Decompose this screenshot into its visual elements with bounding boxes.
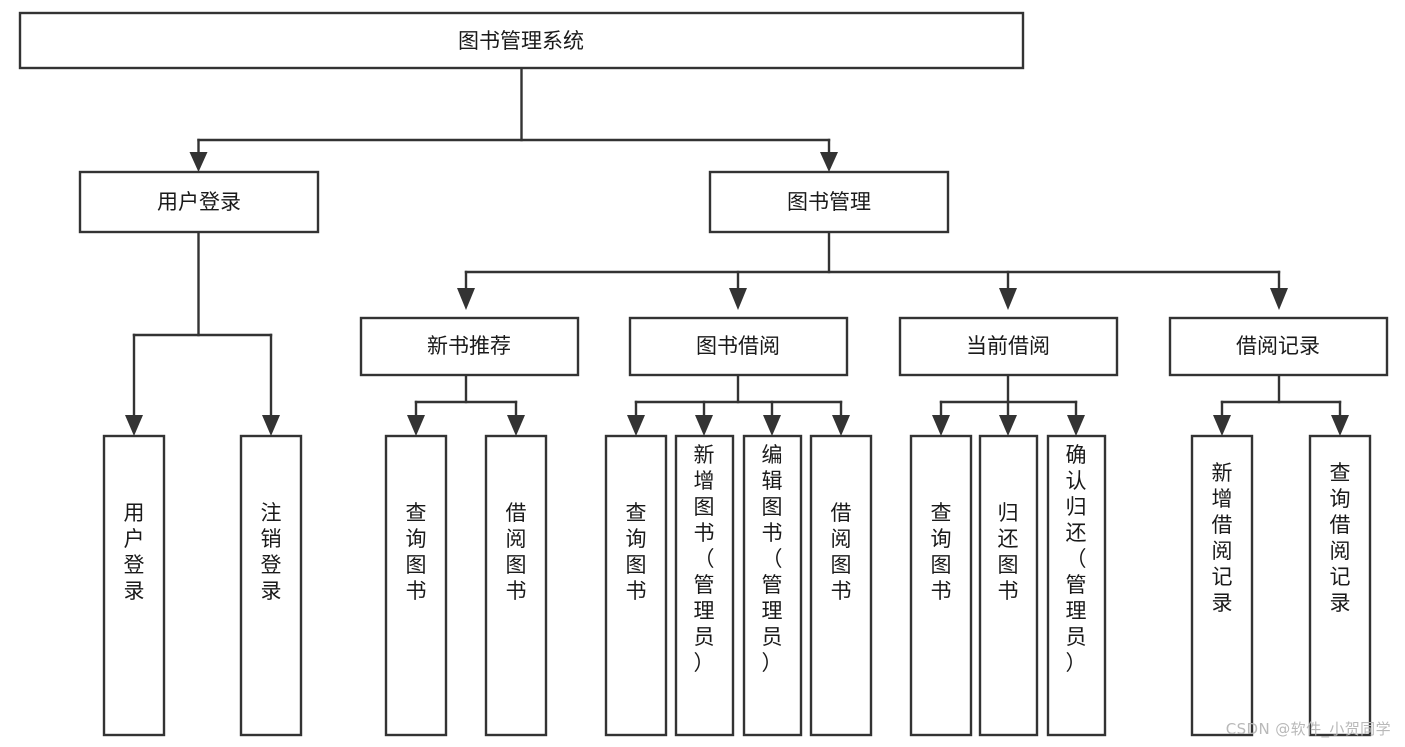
arrowhead-leaf-borrow-book-1 [507, 415, 525, 436]
node-leaf-edit-book-box[interactable] [742, 434, 803, 737]
node-user-login[interactable]: 用户登录 [78, 170, 320, 234]
node-leaf-return-book-label: 归还图书 [998, 501, 1019, 603]
node-leaf-add-record-box[interactable] [1190, 434, 1254, 737]
node-leaf-query-record[interactable]: 查询借阅记录 [1308, 434, 1372, 737]
node-leaf-query-book-1-label: 查询图书 [406, 501, 427, 603]
node-current-borrow-label: 当前借阅 [966, 334, 1050, 358]
node-leaf-logout-login-box[interactable] [239, 434, 303, 737]
arrowhead-leaf-query-record [1331, 415, 1349, 436]
arrowhead-book-management [820, 152, 838, 172]
node-current-borrow[interactable]: 当前借阅 [898, 316, 1119, 377]
node-leaf-borrow-book-1[interactable]: 借阅图书 [484, 434, 548, 737]
node-root-label: 图书管理系统 [458, 29, 584, 53]
leaf-layer: 用户登录 注销登录 查询图书 借阅图书 查询图书 新增图书 [102, 434, 1372, 737]
node-book-borrow[interactable]: 图书借阅 [628, 316, 849, 377]
node-leaf-logout-login-label: 注销登录 [261, 501, 282, 603]
node-leaf-query-book-2-box[interactable] [604, 434, 668, 737]
node-leaf-user-login-box[interactable] [102, 434, 166, 737]
node-leaf-query-book-3[interactable]: 查询图书 [909, 434, 973, 737]
node-user-login-box[interactable] [78, 170, 320, 234]
node-root[interactable]: 图书管理系统 [18, 11, 1025, 70]
node-borrow-record-label: 借阅记录 [1236, 334, 1320, 358]
node-book-borrow-label: 图书借阅 [696, 334, 780, 358]
arrowhead-leaf-query-book-2 [627, 415, 645, 436]
node-leaf-return-book-box[interactable] [978, 434, 1039, 737]
node-new-book-recommend-label: 新书推荐 [427, 334, 511, 358]
node-book-management-box[interactable] [708, 170, 950, 234]
connector-layer [132, 66, 1342, 417]
node-new-book-recommend-box[interactable] [359, 316, 580, 377]
node-leaf-query-book-1-box[interactable] [384, 434, 448, 737]
node-leaf-query-record-label: 查询借阅记录 [1330, 461, 1351, 615]
node-leaf-logout-login[interactable]: 注销登录 [239, 434, 303, 737]
arrowhead-leaf-query-book-1 [407, 415, 425, 436]
node-current-borrow-box[interactable] [898, 316, 1119, 377]
node-leaf-add-book[interactable]: 新增图书（管理员） [674, 434, 735, 737]
node-leaf-query-book-3-box[interactable] [909, 434, 973, 737]
node-leaf-add-record[interactable]: 新增借阅记录 [1190, 434, 1254, 737]
arrowhead-current-borrow [999, 288, 1017, 310]
node-leaf-user-login-label: 用户登录 [124, 501, 145, 603]
node-leaf-query-book-1[interactable]: 查询图书 [384, 434, 448, 737]
node-leaf-borrow-book-2-label: 借阅图书 [831, 501, 852, 603]
arrowhead-leaf-logout-login [262, 415, 280, 436]
node-leaf-borrow-book-1-box[interactable] [484, 434, 548, 737]
node-leaf-edit-book-label: 编辑图书（管理员） [762, 443, 783, 675]
arrowhead-leaf-user-login [125, 415, 143, 436]
arrowhead-layer [125, 152, 1349, 436]
node-leaf-confirm-return[interactable]: 确认归还（管理员） [1046, 434, 1107, 737]
arrowhead-borrow-record [1270, 288, 1288, 310]
node-book-management[interactable]: 图书管理 [708, 170, 950, 234]
node-leaf-query-book-3-label: 查询图书 [931, 501, 952, 603]
watermark-label: CSDN @软件_小贺同学 [1225, 720, 1391, 738]
node-leaf-confirm-return-label: 确认归还（管理员） [1066, 443, 1087, 675]
node-leaf-add-book-box[interactable] [674, 434, 735, 737]
node-leaf-edit-book[interactable]: 编辑图书（管理员） [742, 434, 803, 737]
arrowhead-book-borrow [729, 288, 747, 310]
node-book-management-label: 图书管理 [787, 190, 871, 214]
arrowhead-new-book-recommend [457, 288, 475, 310]
arrowhead-leaf-confirm-return [1067, 415, 1085, 436]
node-leaf-query-book-2[interactable]: 查询图书 [604, 434, 668, 737]
node-leaf-return-book[interactable]: 归还图书 [978, 434, 1039, 737]
node-leaf-borrow-book-2[interactable]: 借阅图书 [809, 434, 873, 737]
node-borrow-record-box[interactable] [1168, 316, 1389, 377]
node-leaf-add-book-label: 新增图书（管理员） [694, 443, 715, 675]
node-book-borrow-box[interactable] [628, 316, 849, 377]
arrowhead-leaf-edit-book [763, 415, 781, 436]
arrowhead-user-login [189, 152, 208, 172]
node-leaf-confirm-return-box[interactable] [1046, 434, 1107, 737]
node-borrow-record[interactable]: 借阅记录 [1168, 316, 1389, 377]
arrowhead-leaf-borrow-book-2 [832, 415, 850, 436]
arrowhead-leaf-add-book [695, 415, 713, 436]
arrowhead-leaf-query-book-3 [932, 415, 950, 436]
node-user-login-label: 用户登录 [157, 190, 241, 214]
node-new-book-recommend[interactable]: 新书推荐 [359, 316, 580, 377]
node-leaf-user-login[interactable]: 用户登录 [102, 434, 166, 737]
node-leaf-borrow-book-1-label: 借阅图书 [506, 501, 527, 603]
node-leaf-add-record-label: 新增借阅记录 [1212, 461, 1233, 615]
arrowhead-leaf-return-book [999, 415, 1017, 436]
node-leaf-borrow-book-2-box[interactable] [809, 434, 873, 737]
node-root-box[interactable] [18, 11, 1025, 70]
arrowhead-leaf-add-record [1213, 415, 1231, 436]
node-leaf-query-record-box[interactable] [1308, 434, 1372, 737]
node-leaf-query-book-2-label: 查询图书 [626, 501, 647, 603]
